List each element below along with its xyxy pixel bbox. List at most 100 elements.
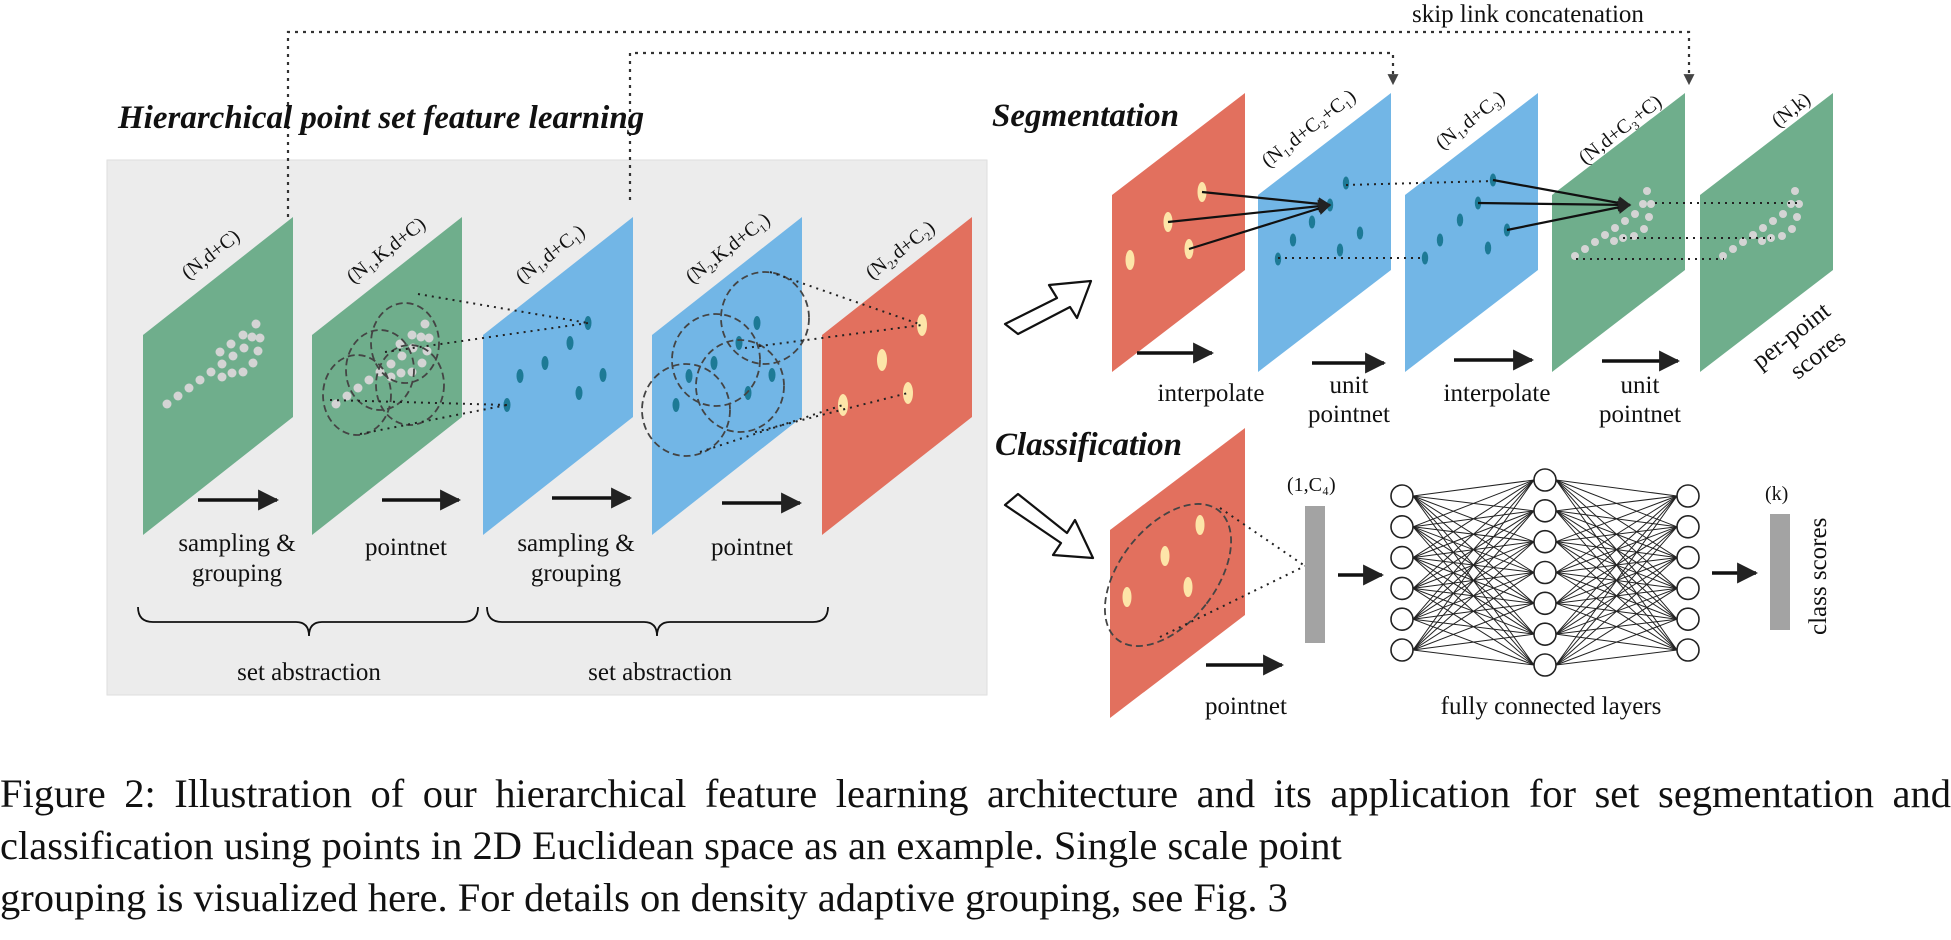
fc-edge bbox=[1555, 495, 1678, 635]
fc-neuron bbox=[1533, 499, 1557, 523]
left-op-arrows bbox=[198, 487, 803, 514]
interpolation-arrows bbox=[1167, 178, 1632, 251]
cls-dotted-lines bbox=[1159, 507, 1306, 638]
group-to-point-lines-1 bbox=[329, 293, 589, 435]
fully-connected-network bbox=[1390, 468, 1700, 677]
dim-k: (k) bbox=[1765, 483, 1788, 505]
op-unit-1: unit bbox=[1330, 372, 1369, 399]
caption-line-1: Figure 2: Illustration of our hierarchic… bbox=[0, 771, 1951, 868]
cls-group-circle bbox=[1104, 503, 1232, 647]
cls-plane bbox=[1110, 428, 1245, 718]
class-scores-label: class scores bbox=[1805, 518, 1832, 635]
fc-edge bbox=[1412, 479, 1535, 620]
seg-plane-5-points bbox=[1719, 187, 1803, 260]
fc-neuron bbox=[1533, 622, 1557, 646]
fc-neuron bbox=[1533, 468, 1557, 492]
fc-neuron bbox=[1676, 545, 1700, 570]
fc-neuron bbox=[1390, 638, 1414, 662]
fc-edge bbox=[1555, 495, 1678, 512]
plane-sampled-1 bbox=[483, 217, 633, 535]
plane-grouped-2-circles bbox=[641, 271, 810, 457]
hier-title: Hierarchical point set feature learning bbox=[117, 100, 644, 136]
seg-plane-4 bbox=[1552, 93, 1685, 372]
fc-label: fully connected layers bbox=[1441, 693, 1662, 720]
fc-edge bbox=[1412, 479, 1535, 497]
fc-neuron bbox=[1533, 560, 1557, 585]
fc-neuron bbox=[1676, 484, 1700, 508]
fc-edge bbox=[1555, 587, 1678, 666]
fc-edge bbox=[1555, 618, 1678, 666]
fc-edge bbox=[1555, 526, 1678, 666]
seg-plane-4-points bbox=[1571, 187, 1655, 260]
plane-sampled-1-points bbox=[503, 316, 607, 412]
op-grouping-2: grouping bbox=[531, 560, 622, 587]
op-pointnet-1: pointnet bbox=[365, 534, 447, 561]
set-abstraction-label-1: set abstraction bbox=[237, 659, 381, 686]
fc-edge bbox=[1412, 479, 1535, 528]
op-interpolate-2: interpolate bbox=[1444, 380, 1551, 407]
op-unit-2: unit bbox=[1621, 372, 1660, 399]
op-sampling-1: sampling & bbox=[178, 530, 295, 557]
skip-link-lines bbox=[286, 30, 1695, 217]
op-grouping-1: grouping bbox=[192, 560, 283, 587]
plane-sampled-2-points bbox=[838, 314, 927, 416]
fc-edge bbox=[1412, 649, 1535, 666]
seg-op-arrows bbox=[1137, 342, 1681, 374]
fc-edge bbox=[1555, 495, 1678, 666]
op-cls-pointnet: pointnet bbox=[1205, 693, 1287, 720]
seg-plane-1 bbox=[1112, 93, 1245, 372]
fc-neuron bbox=[1390, 514, 1414, 539]
group-to-point-lines-2 bbox=[699, 271, 923, 453]
segmentation-heading: Segmentation bbox=[992, 98, 1179, 134]
fc-edge bbox=[1412, 602, 1535, 651]
fc-edge bbox=[1555, 495, 1678, 573]
pointnet-architecture-diagram: skip link concatenation Hierarchical poi… bbox=[106, 1, 1851, 720]
set-abstraction-label-2: set abstraction bbox=[588, 659, 732, 686]
fc-neuron bbox=[1390, 607, 1414, 632]
fc-neuron bbox=[1390, 484, 1414, 508]
seg-plane-2 bbox=[1258, 93, 1391, 372]
fc-neuron bbox=[1676, 514, 1700, 539]
fc-neuron bbox=[1390, 545, 1414, 570]
fc-edge bbox=[1555, 479, 1678, 497]
set-abstraction-braces bbox=[137, 606, 829, 637]
seg-plane-3 bbox=[1405, 93, 1538, 372]
classification-heading: Classification bbox=[995, 427, 1182, 463]
fc-neuron bbox=[1533, 529, 1557, 554]
op-unit-pointnet-1: pointnet bbox=[1308, 401, 1390, 428]
skip-link-label: skip link concatenation bbox=[1412, 1, 1644, 28]
fc-neuron bbox=[1390, 576, 1414, 601]
op-sampling-2: sampling & bbox=[517, 530, 634, 557]
fc-edge bbox=[1412, 510, 1535, 651]
cls-op-arrows bbox=[1206, 562, 1759, 676]
fc-edge bbox=[1412, 479, 1535, 589]
fc-edge bbox=[1412, 541, 1535, 651]
fc-edge bbox=[1412, 479, 1535, 651]
fc-neuron bbox=[1676, 576, 1700, 601]
seg-dotted-connectors bbox=[1278, 180, 1798, 260]
fc-edge bbox=[1412, 572, 1535, 651]
fc-edge bbox=[1555, 557, 1678, 666]
op-interpolate-1: interpolate bbox=[1158, 380, 1265, 407]
fc-neuron bbox=[1533, 653, 1557, 677]
op-unit-pointnet-2: pointnet bbox=[1599, 401, 1681, 428]
fc-neuron bbox=[1533, 591, 1557, 616]
plane-sampled-2 bbox=[822, 217, 972, 535]
caption-line-2: grouping is visualized here. For details… bbox=[0, 875, 1288, 920]
fc-edge bbox=[1412, 479, 1535, 559]
fc-edge bbox=[1412, 633, 1535, 651]
fc-neuron bbox=[1676, 607, 1700, 632]
class-score-bar bbox=[1770, 514, 1790, 630]
op-pointnet-2: pointnet bbox=[711, 534, 793, 561]
plane-grouped-2-points bbox=[672, 316, 776, 412]
branch-arrows bbox=[1003, 279, 1095, 560]
figure-caption: Figure 2: Illustration of our hierarchic… bbox=[0, 768, 1951, 924]
fc-neuron bbox=[1676, 638, 1700, 662]
fc-edge bbox=[1555, 649, 1678, 666]
fc-edge bbox=[1555, 495, 1678, 604]
dim-c4: (1,C₄) bbox=[1287, 474, 1336, 496]
global-feature-bar bbox=[1305, 506, 1325, 643]
cls-plane-points bbox=[1122, 515, 1205, 607]
seg-plane-5 bbox=[1700, 93, 1833, 372]
plane-input-points bbox=[162, 319, 265, 409]
